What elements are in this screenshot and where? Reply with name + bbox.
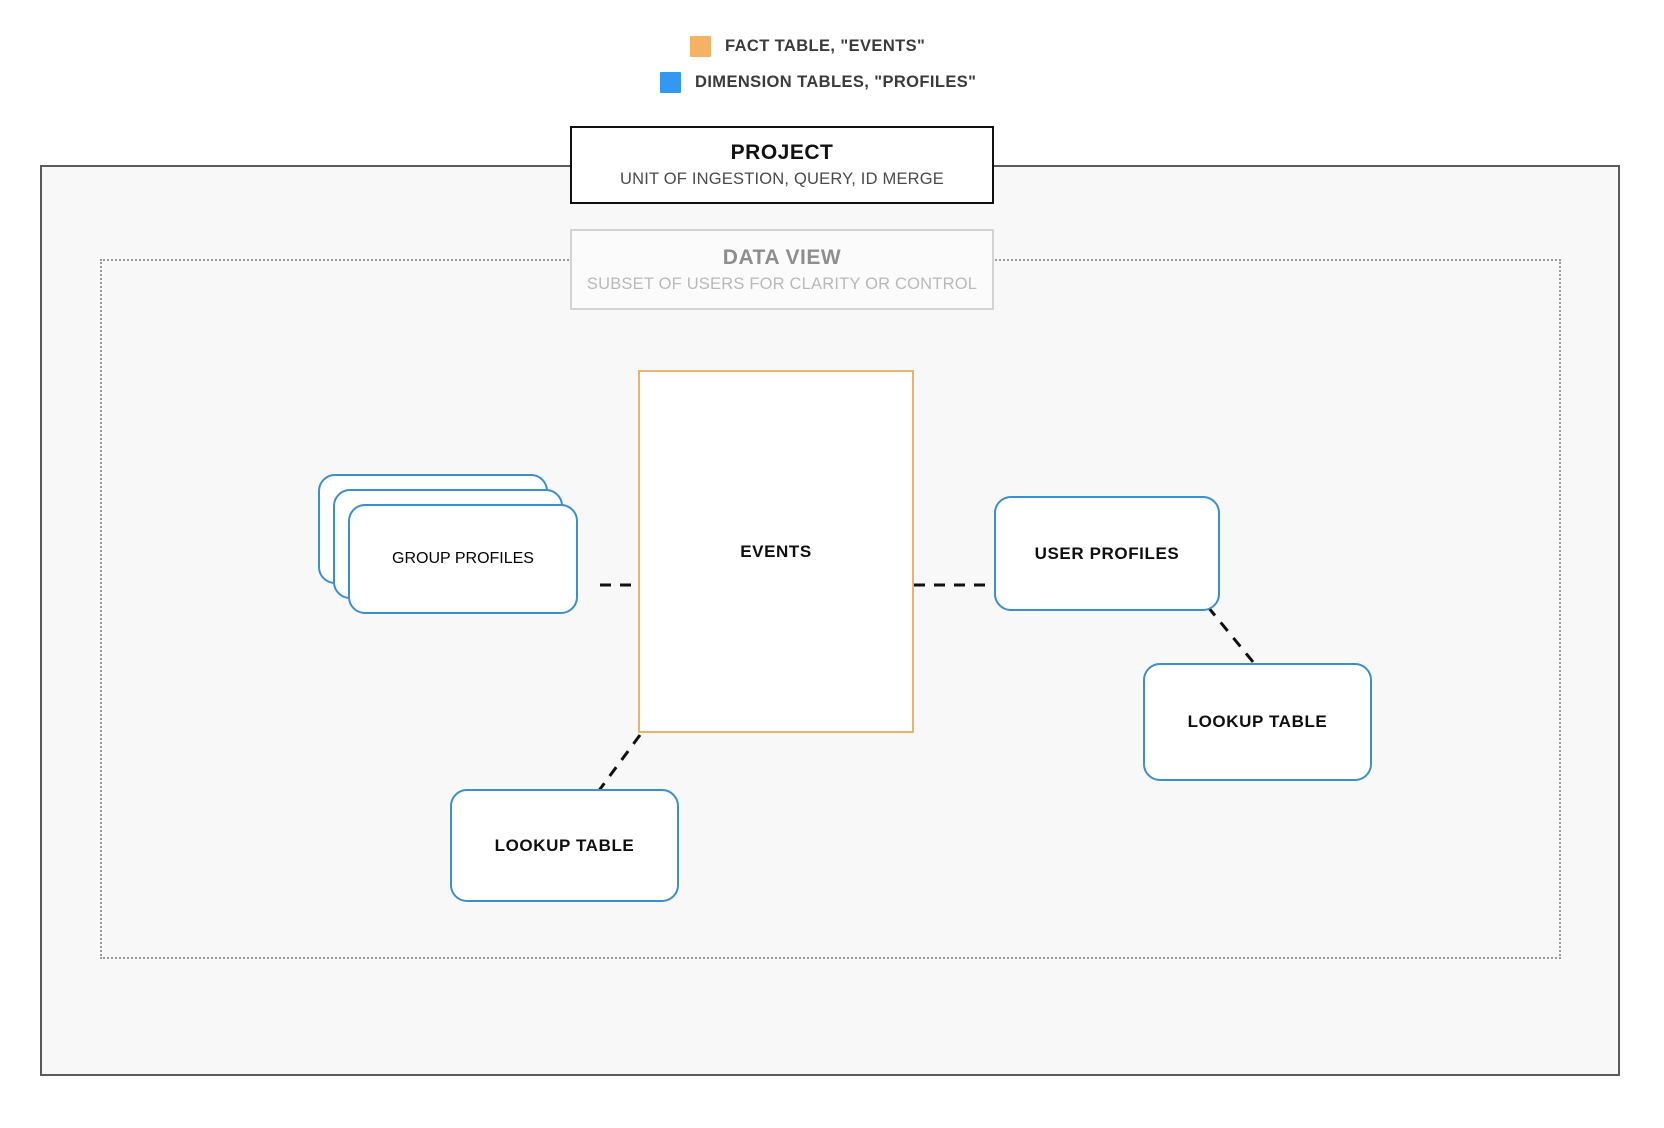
fact-table-swatch	[690, 36, 711, 57]
project-title: PROJECT	[730, 141, 834, 164]
node-lookup-table-left-label: LOOKUP TABLE	[494, 835, 635, 855]
node-group-profiles[interactable]: GROUP PROFILES	[318, 474, 578, 614]
legend-label-dimension-tables: DIMENSION TABLES, "PROFILES"	[695, 73, 977, 91]
node-events-label: EVENTS	[740, 541, 812, 561]
node-user-profiles[interactable]: USER PROFILES	[994, 496, 1220, 611]
node-lookup-table-left[interactable]: LOOKUP TABLE	[450, 789, 679, 902]
legend-item-dimension-tables: DIMENSION TABLES, "PROFILES"	[660, 72, 976, 93]
node-user-profiles-label: USER PROFILES	[1034, 543, 1180, 563]
data-view-title-box: DATA VIEW SUBSET OF USERS FOR CLARITY OR…	[570, 229, 994, 310]
project-title-box: PROJECT UNIT OF INGESTION, QUERY, ID MER…	[570, 126, 994, 204]
node-events[interactable]: EVENTS	[638, 370, 914, 733]
node-lookup-table-right-label: LOOKUP TABLE	[1187, 712, 1328, 731]
node-group-profiles-layer-front: GROUP PROFILES	[348, 504, 578, 614]
dimension-tables-swatch	[660, 72, 681, 93]
data-view-title: DATA VIEW	[722, 245, 842, 269]
project-subtitle: UNIT OF INGESTION, QUERY, ID MERGE	[619, 170, 944, 188]
legend-label-fact-table: FACT TABLE, "EVENTS"	[725, 37, 926, 55]
node-lookup-table-right[interactable]: LOOKUP TABLE	[1143, 663, 1372, 781]
data-view-subtitle: SUBSET OF USERS FOR CLARITY OR CONTROL	[586, 274, 978, 293]
legend-item-fact-table: FACT TABLE, "EVENTS"	[690, 36, 925, 57]
node-group-profiles-label: GROUP PROFILES	[392, 550, 534, 567]
